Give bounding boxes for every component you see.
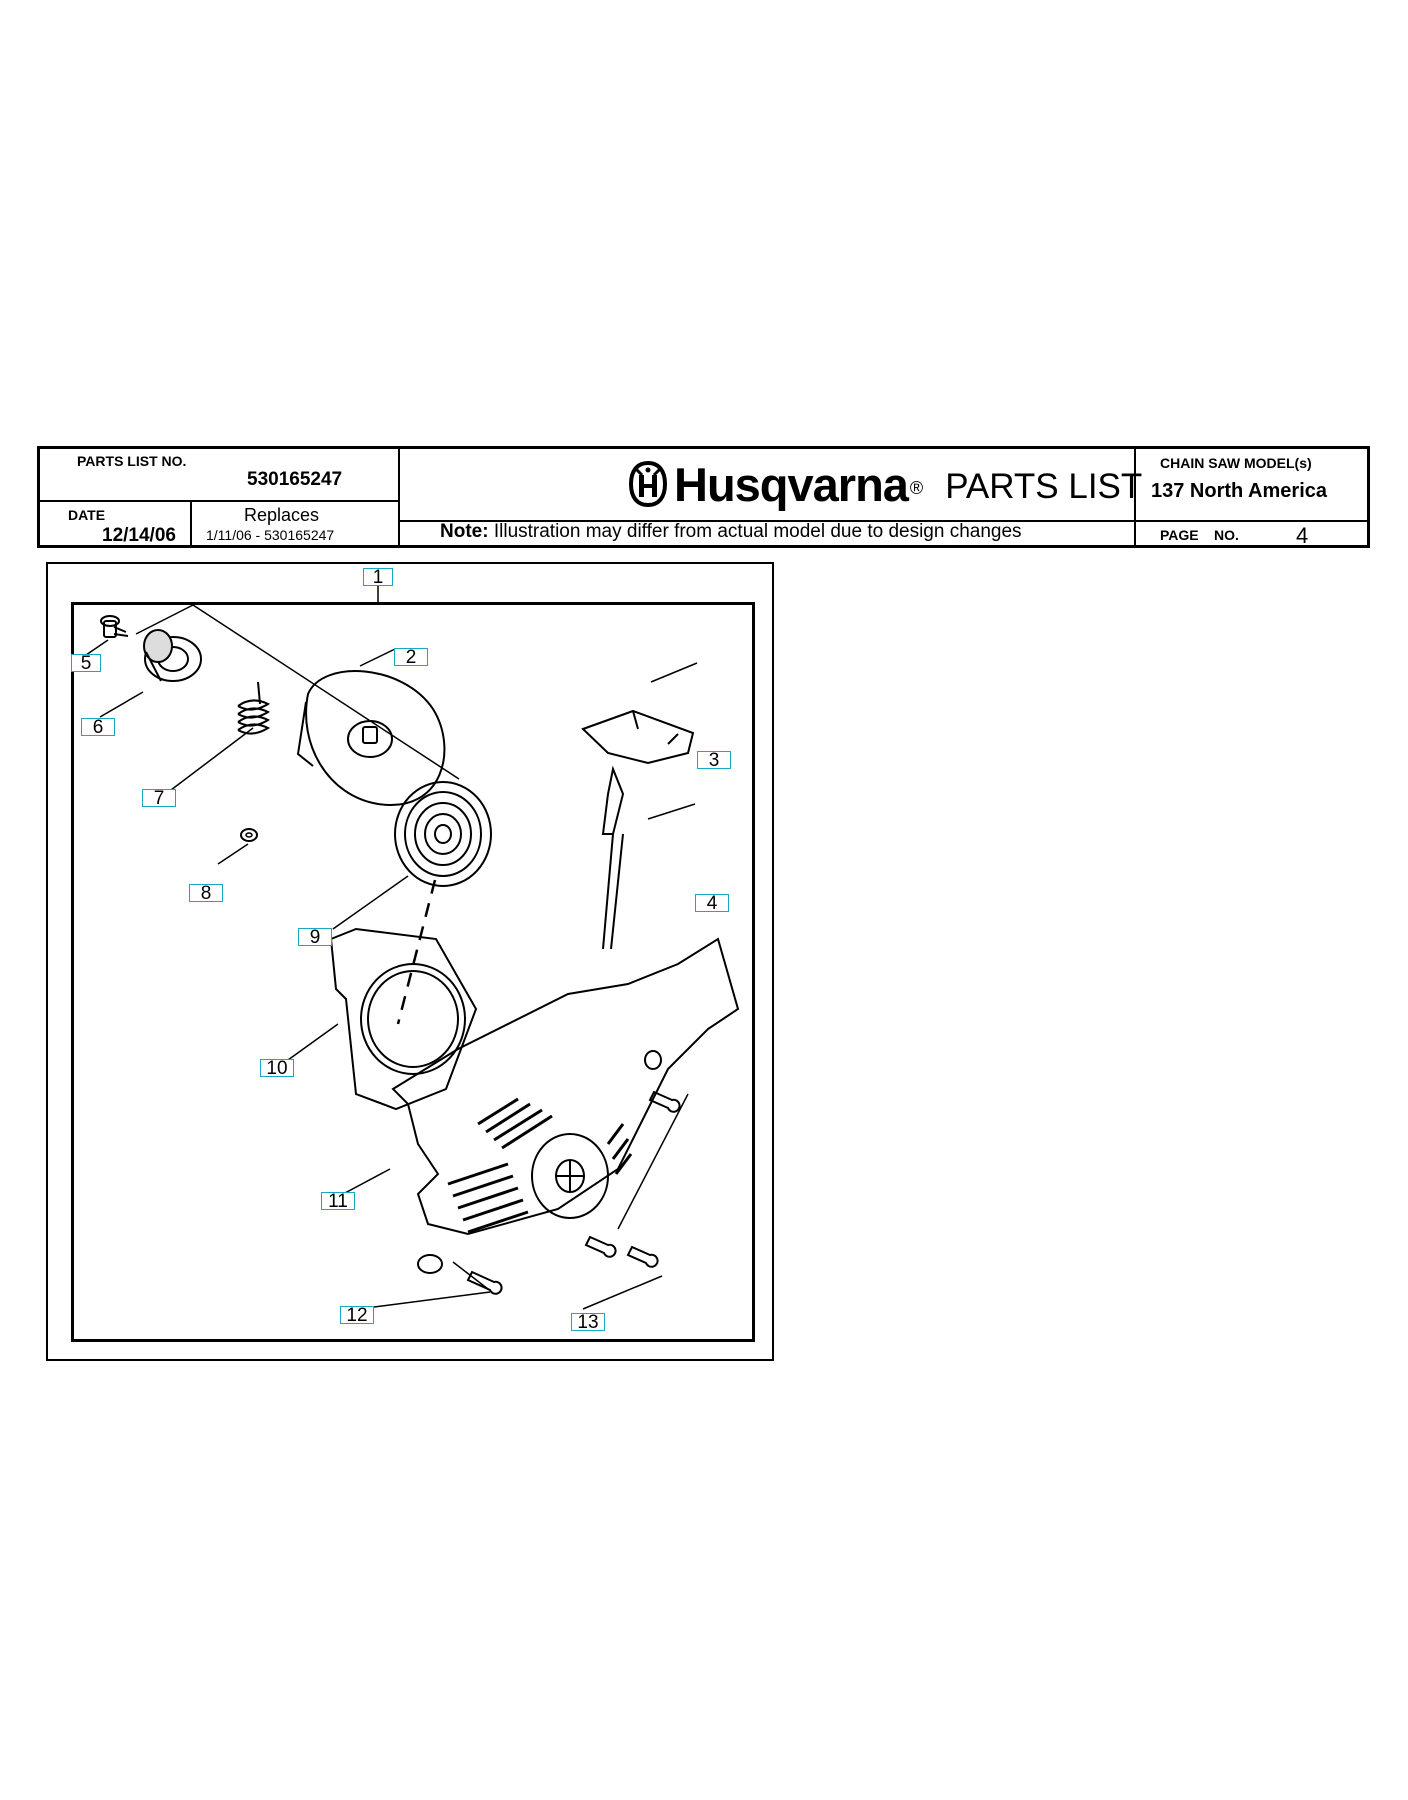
replaces-label: Replaces bbox=[244, 505, 320, 525]
date-label: DATE bbox=[68, 507, 106, 523]
registered-mark: ® bbox=[909, 477, 924, 498]
exploded-view-figure: 1 2 3 4 5 6 7 8 9 10 11 12 13 bbox=[46, 562, 774, 1361]
divider bbox=[398, 449, 400, 545]
callout-3: 3 bbox=[697, 751, 731, 770]
callout-8: 8 bbox=[189, 884, 223, 903]
divider bbox=[398, 520, 1370, 522]
model-value: 137 North America bbox=[1151, 480, 1327, 502]
replaces-value: 1/11/06 - 530165247 bbox=[206, 527, 335, 543]
callout-13: 13 bbox=[571, 1313, 605, 1332]
callout-1: 1 bbox=[363, 568, 393, 587]
date-value: 12/14/06 bbox=[102, 525, 176, 546]
page-number: 4 bbox=[1296, 523, 1309, 548]
document-title: PARTS LIST bbox=[945, 467, 1143, 506]
model-label: CHAIN SAW MODEL(s) bbox=[1160, 455, 1312, 471]
starter-assembly-frame bbox=[71, 602, 755, 1342]
divider bbox=[1134, 520, 1370, 522]
divider bbox=[40, 500, 398, 502]
starter-assembly-drawing bbox=[85, 586, 740, 1310]
callout-11: 11 bbox=[321, 1192, 355, 1211]
callout-2: 2 bbox=[394, 648, 428, 667]
parts-list-no-label: PARTS LIST NO. bbox=[77, 453, 187, 469]
note-label: Note: bbox=[440, 521, 489, 542]
parts-list-header: PARTS LIST NO. 530165247 DATE 12/14/06 R… bbox=[37, 446, 1370, 548]
parts-list-no: 530165247 bbox=[247, 469, 343, 490]
callout-4: 4 bbox=[695, 894, 729, 913]
divider bbox=[1134, 449, 1136, 545]
page-no-label: NO. bbox=[1214, 527, 1239, 543]
note-line: Note: Illustration may differ from actua… bbox=[440, 521, 1022, 543]
note-text: Illustration may differ from actual mode… bbox=[488, 521, 1022, 542]
divider bbox=[190, 500, 192, 545]
callout-12: 12 bbox=[340, 1306, 374, 1325]
callout-9: 9 bbox=[298, 928, 332, 947]
callout-6: 6 bbox=[81, 718, 115, 737]
page-label: PAGE bbox=[1160, 527, 1199, 543]
callout-7: 7 bbox=[142, 789, 176, 808]
brand-title: Husqvarna ® PARTS LIST bbox=[628, 457, 1142, 511]
brand-name: Husqvarna bbox=[674, 457, 909, 511]
husqvarna-crown-logo bbox=[628, 461, 668, 507]
callout-5: 5 bbox=[71, 654, 101, 673]
callout-10: 10 bbox=[260, 1059, 294, 1078]
